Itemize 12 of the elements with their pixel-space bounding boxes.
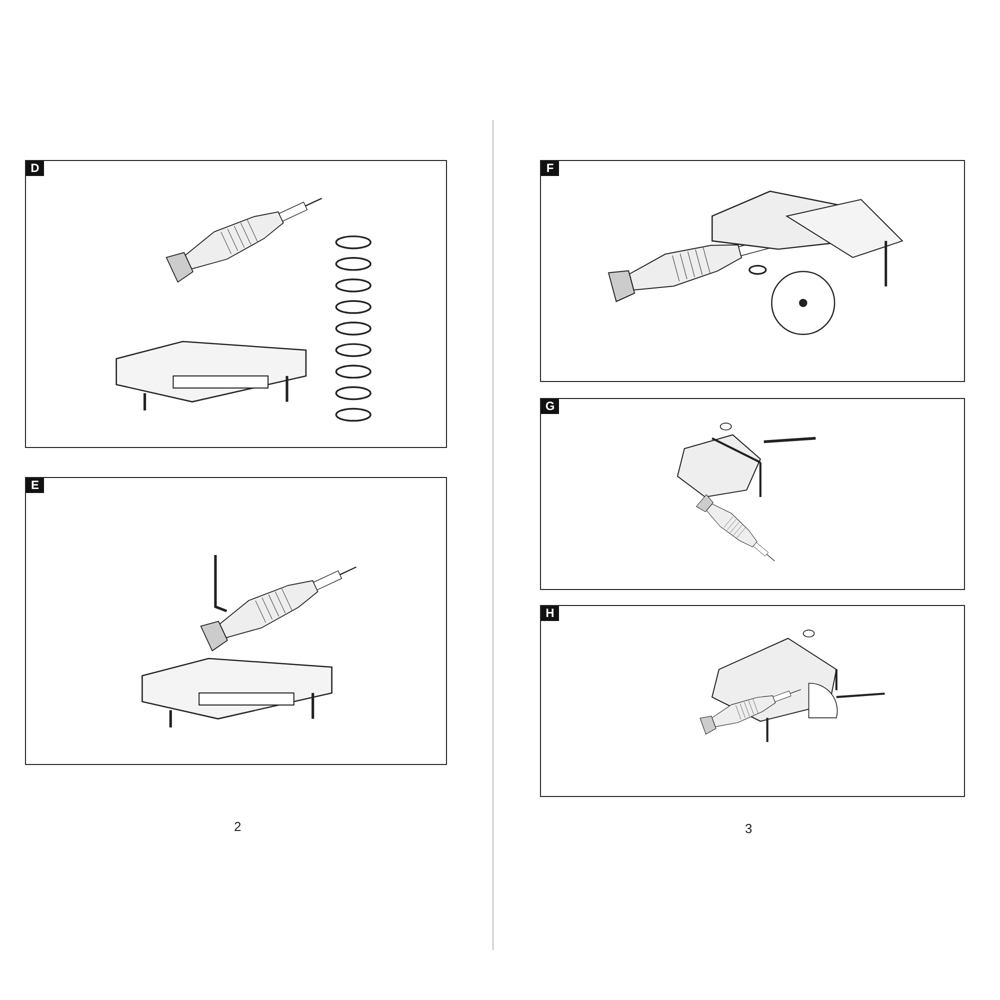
figure-panel <box>540 398 965 590</box>
panel-letter: H <box>541 606 559 621</box>
figure-panel <box>25 477 447 765</box>
panel-letter: D <box>26 161 44 176</box>
panel-letter: F <box>541 161 559 176</box>
panel-letter: G <box>541 399 559 414</box>
panel-letter: E <box>26 478 44 493</box>
figure-panel <box>25 160 447 448</box>
figure-panel <box>540 160 965 382</box>
page-number: 3 <box>745 821 752 836</box>
figure-panel <box>540 605 965 797</box>
page-number: 2 <box>234 819 242 834</box>
